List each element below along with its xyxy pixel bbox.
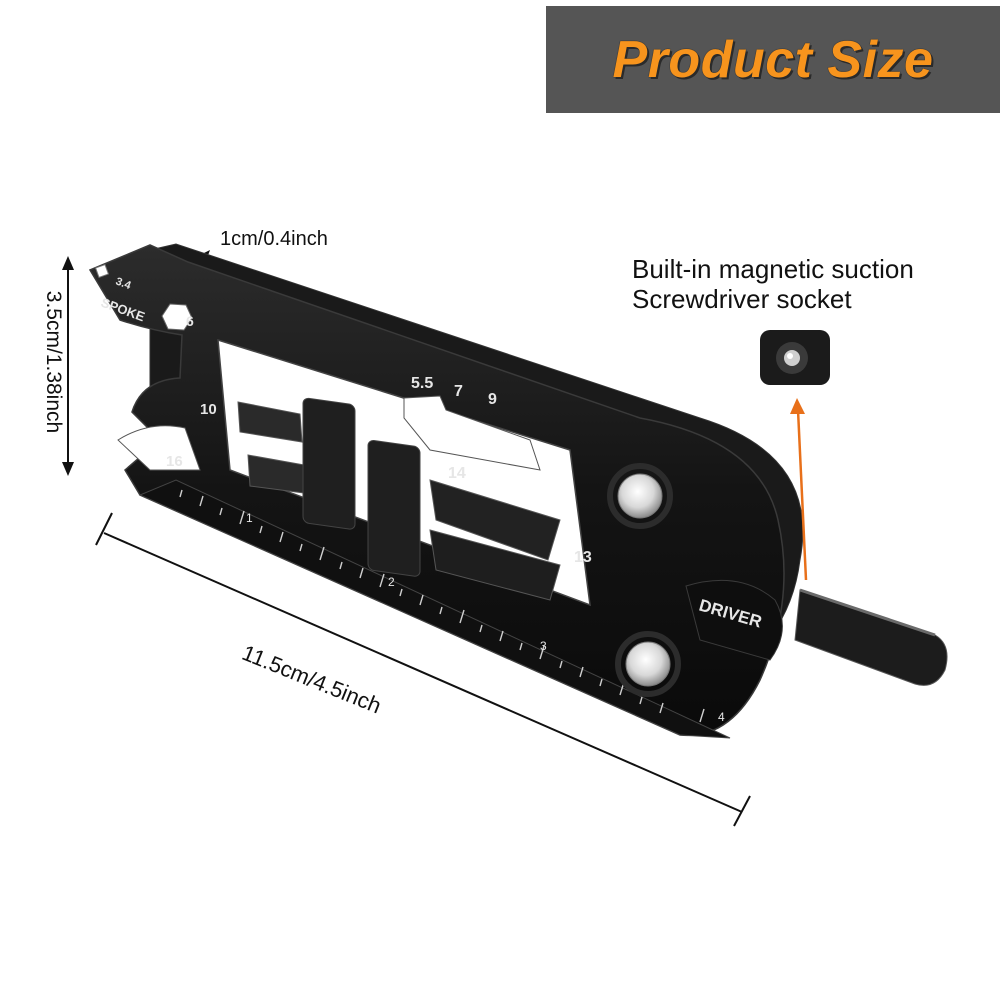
feature-callout-arrow bbox=[790, 398, 808, 581]
marking-9: 9 bbox=[488, 391, 497, 408]
hex-6-hole bbox=[161, 303, 193, 331]
marking-14: 14 bbox=[448, 465, 466, 482]
feature-line-1: Built-in magnetic suction bbox=[632, 254, 914, 284]
marking-13: 13 bbox=[574, 549, 592, 566]
height-label: 3.5cm/1.38inch bbox=[42, 290, 65, 434]
marking-16: 16 bbox=[166, 453, 183, 470]
marking-6: 6 bbox=[186, 313, 194, 329]
feature-description: Built-in magnetic suction Screwdriver so… bbox=[632, 254, 914, 314]
bit-clip-right bbox=[367, 439, 421, 577]
socket-closeup-image bbox=[760, 330, 830, 385]
ruler-mark-4: 4 bbox=[718, 710, 725, 724]
marking-10: 10 bbox=[200, 401, 217, 418]
marking-7: 7 bbox=[454, 383, 463, 400]
marking-5-5: 5.5 bbox=[411, 375, 433, 392]
driver-socket-plate bbox=[685, 580, 783, 661]
wrench-jaw-opening bbox=[117, 425, 201, 471]
screwdriver-bits bbox=[237, 401, 561, 601]
banner-title: Product Size bbox=[612, 30, 934, 89]
ruler-mark-3: 3 bbox=[540, 639, 547, 653]
thickness-label: 1cm/0.4inch bbox=[220, 228, 328, 250]
bit-clip-left bbox=[302, 397, 356, 530]
ruler-mark-2: 2 bbox=[388, 575, 395, 589]
marking-spoke-size: 3.4 bbox=[114, 276, 133, 293]
hex-driver-shaft bbox=[794, 588, 948, 686]
height-dimension-line bbox=[62, 256, 74, 476]
ruler-mark-1: 1 bbox=[246, 511, 253, 525]
length-dimension-line bbox=[95, 512, 751, 827]
ruler-ticks bbox=[179, 489, 705, 723]
hex-multi-hole bbox=[403, 395, 541, 471]
pivot-bolt-top bbox=[617, 473, 663, 519]
spoke-square-hole bbox=[94, 263, 110, 279]
title-banner: Product Size bbox=[546, 6, 1000, 113]
feature-line-2: Screwdriver socket bbox=[632, 284, 852, 314]
pivot-bolt-bottom bbox=[625, 641, 671, 687]
ruler-edge bbox=[138, 479, 731, 739]
